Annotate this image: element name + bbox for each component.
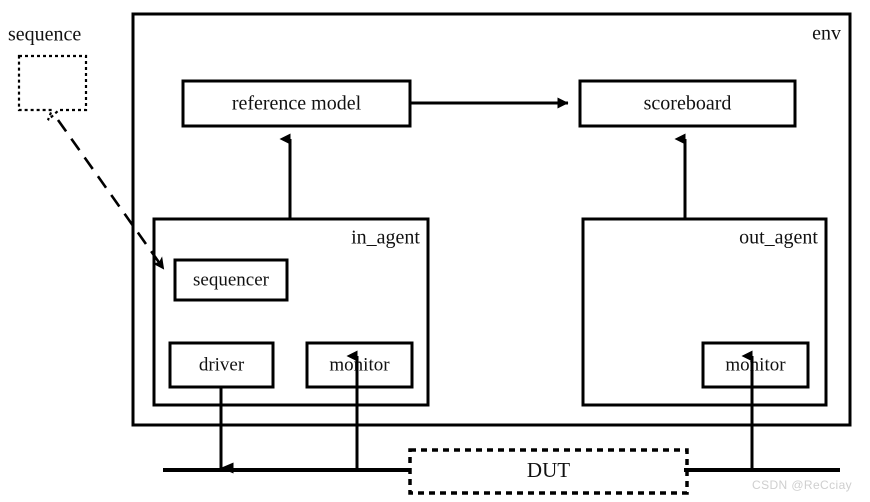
sequencer-label: sequencer xyxy=(193,269,270,290)
out-agent-label: out_agent xyxy=(739,227,818,249)
in-agent-label: in_agent xyxy=(351,227,420,249)
driver-box xyxy=(168,341,275,389)
reference-model-label: reference model xyxy=(232,93,362,115)
env-label: env xyxy=(812,23,841,45)
scoreboard-block: scoreboard xyxy=(578,79,797,128)
out-monitor-label: monitor xyxy=(725,354,786,375)
sequence-bubble-shape xyxy=(17,54,88,121)
scoreboard-box xyxy=(578,79,797,128)
driver-label: driver xyxy=(199,354,245,375)
sequencer-box xyxy=(173,258,289,302)
reference-model-box xyxy=(181,79,412,128)
reference-model-block: reference model xyxy=(181,79,412,128)
dut-block: DUT xyxy=(408,448,689,495)
out-monitor-box xyxy=(701,341,810,389)
in-monitor-label: monitor xyxy=(329,354,390,375)
dut-label: DUT xyxy=(527,458,570,482)
in-monitor-block: monitor xyxy=(305,341,414,389)
out-monitor-block: monitor xyxy=(701,341,810,389)
driver-block: driver xyxy=(168,341,275,389)
scoreboard-label: scoreboard xyxy=(644,93,732,115)
sequence-callout: sequence xyxy=(8,24,165,270)
watermark-text: CSDN @ReCciay xyxy=(752,478,852,492)
sequence-label: sequence xyxy=(8,24,81,46)
in-monitor-box xyxy=(305,341,414,389)
connector-sequence-to-sequencer xyxy=(56,119,165,270)
sequencer-block: sequencer xyxy=(173,258,289,302)
